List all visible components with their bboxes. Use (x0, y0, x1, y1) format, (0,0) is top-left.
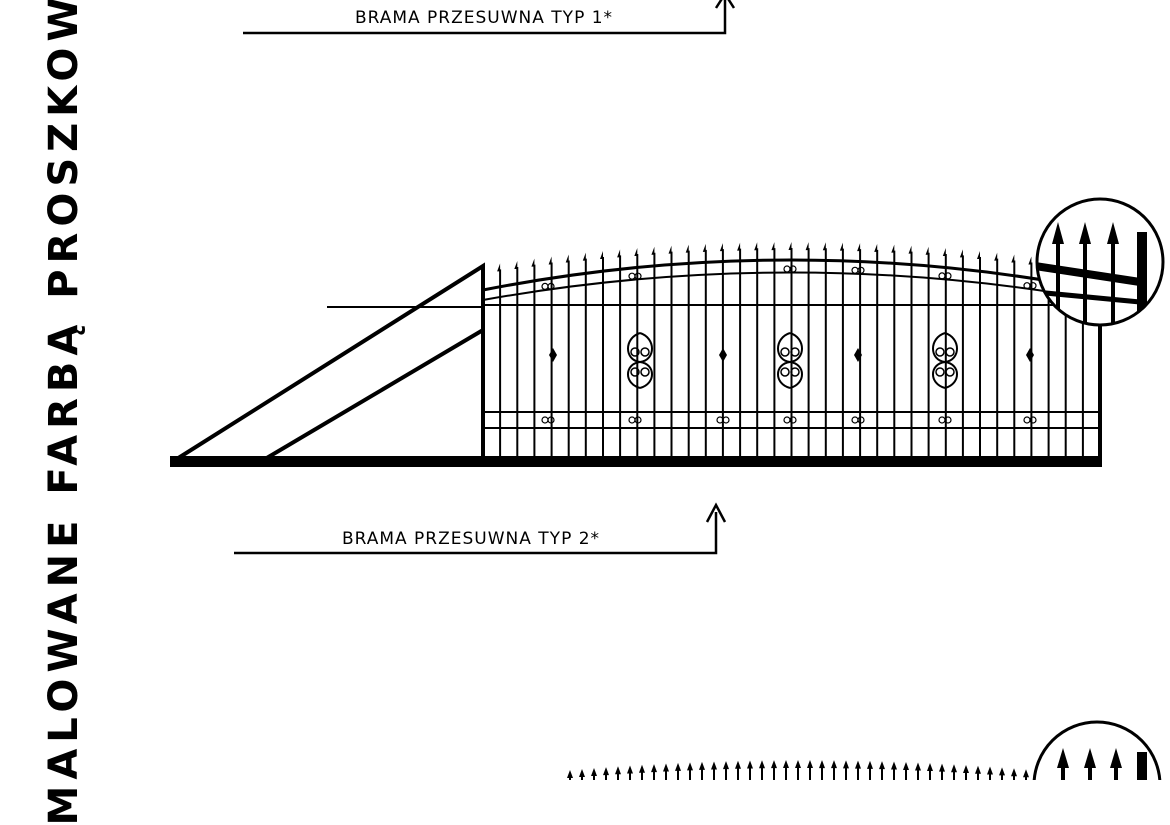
detail-magnifier-ring-bottom (1032, 720, 1162, 780)
leader-arrow-2 (705, 502, 727, 523)
gate-tail-inner-brace (258, 328, 485, 464)
leader-line-2 (234, 512, 718, 555)
leader-arrow-1 (714, 0, 736, 9)
leader-line-1 (243, 0, 727, 35)
gate-drawing-sheet: BRAMA PRZESUWNA TYP 1* BRAMA PRZE (170, 0, 1165, 780)
gate-ornaments (541, 265, 1037, 424)
label-gate-type-1: BRAMA PRZESUWNA TYP 1* (243, 0, 736, 35)
gate-type-3-drawing-partial (567, 760, 1029, 780)
label-gate-type-1-text: BRAMA PRZESUWNA TYP 1* (355, 8, 613, 28)
detail-magnifier-gate-2 (1035, 197, 1165, 327)
detail-magnifier-content (1037, 222, 1147, 325)
gate-3-bars (567, 760, 1029, 780)
detail-magnifier-ring (1035, 197, 1165, 327)
gate-bottom-rail (170, 456, 1102, 467)
gate-tail-outer (170, 262, 485, 464)
gate-type-2-drawing (170, 242, 1102, 467)
label-gate-type-2-text: BRAMA PRZESUWNA TYP 2* (342, 529, 600, 549)
detail-magnifier-gate-3 (1032, 720, 1162, 780)
label-gate-type-2: BRAMA PRZESUWNA TYP 2* (234, 502, 727, 555)
